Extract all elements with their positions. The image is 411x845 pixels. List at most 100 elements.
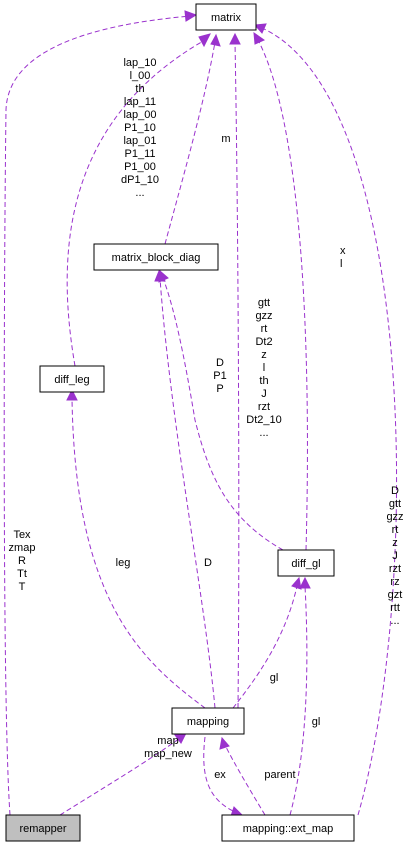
- edge-label-line: map_new: [144, 748, 192, 760]
- edge-label-line: map: [157, 735, 178, 747]
- edge-remapper-mapping: [59, 737, 181, 816]
- edge-label-line: D: [204, 557, 212, 569]
- edge-label-line: l: [263, 362, 265, 374]
- arrowhead-mapping-diffgl: [291, 576, 302, 590]
- edge-label-line: parent: [264, 769, 295, 781]
- edge-label-line: rz: [390, 576, 399, 588]
- node-matrix-block-diag-label: matrix_block_diag: [112, 252, 201, 264]
- edge-label-line: Dt2_10: [246, 414, 281, 426]
- edge-label-line: P1_11: [125, 148, 156, 160]
- edge-mapping-matrix: [234, 41, 240, 709]
- edge-label-line: P: [216, 383, 223, 395]
- edge-label-extmap-diffgl: gl: [312, 716, 321, 728]
- edge-label-line: ...: [135, 187, 144, 199]
- edge-label-line: gzt: [388, 589, 403, 601]
- edge-block-matrix: [164, 41, 216, 245]
- edge-label-line: gtt: [258, 297, 270, 309]
- edge-label-line: Tex: [13, 529, 31, 541]
- arrowhead-remapper-matrix: [184, 10, 198, 22]
- arrowhead-extmap-matrix: [253, 23, 267, 34]
- edge-mapping-diffgl: [232, 585, 298, 709]
- edge-label-mapping-diffleg: leg: [116, 557, 131, 569]
- edge-label-line: P1: [213, 370, 226, 382]
- edge-label-mapping-extmap: ex: [214, 769, 226, 781]
- edge-mapping-block: [159, 277, 216, 709]
- edge-label-line: leg: [116, 557, 131, 569]
- arrowhead-diffgl-matrix: [253, 31, 266, 45]
- edge-label-line: D: [216, 357, 224, 369]
- arrowhead-extmap-diffgl: [299, 576, 311, 589]
- edge-label-line: Dt2: [255, 336, 272, 348]
- edge-label-line: ...: [259, 427, 268, 439]
- edge-label-line: rt: [392, 524, 399, 536]
- edge-label-line: T: [19, 581, 26, 593]
- edge-label-line: gtt: [389, 498, 401, 510]
- edge-label-block-matrix: m: [221, 133, 230, 145]
- node-remapper[interactable]: remapper: [5, 814, 81, 842]
- edge-label-line: th: [259, 375, 268, 387]
- node-mapping-label: mapping: [187, 716, 229, 728]
- edge-extmap-matrix: [261, 27, 397, 816]
- edge-label-line: rzt: [389, 563, 401, 575]
- edge-label-line: z: [392, 537, 398, 549]
- arrowhead-mapping-diffleg: [66, 388, 78, 401]
- arrowhead-mapping-block: [154, 269, 166, 282]
- edge-diffleg-matrix: [66, 39, 206, 367]
- edge-label-line: gl: [270, 672, 279, 684]
- edge-label-line: x: [340, 245, 346, 257]
- edge-label-line: gzz: [255, 310, 272, 322]
- edge-label-line: lap_11: [124, 96, 156, 108]
- edge-label-line: zmap: [9, 542, 36, 554]
- edge-label-line: P1_10: [124, 122, 156, 134]
- edge-label-line: dP1_10: [121, 174, 159, 186]
- node-ext-map-label: mapping::ext_map: [243, 823, 334, 835]
- edge-label-extmap-mapping: parent: [264, 769, 295, 781]
- edge-label-line: lap_10: [123, 57, 156, 69]
- node-matrix-label: matrix: [211, 12, 241, 24]
- node-diff-leg-label: diff_leg: [54, 374, 89, 386]
- edge-label-line: lap_01: [123, 135, 156, 147]
- edge-diffgl-matrix: [257, 39, 308, 551]
- edge-extmap-mapping: [224, 744, 266, 816]
- node-matrix[interactable]: matrix: [195, 3, 257, 31]
- edge-label-line: gl: [312, 716, 321, 728]
- edge-label-line: m: [221, 133, 230, 145]
- edge-label-line: R: [18, 555, 26, 567]
- edge-label-line: gzz: [386, 511, 403, 523]
- edge-label-line: lap_00: [123, 109, 156, 121]
- edge-mapping-extmap: [203, 736, 236, 813]
- node-diff-gl-label: diff_gl: [291, 558, 320, 570]
- edge-label-line: rtt: [390, 602, 400, 614]
- edge-remapper-matrix: [3, 15, 191, 816]
- node-matrix-block-diag[interactable]: matrix_block_diag: [93, 243, 219, 271]
- edge-diffgl-block: [162, 277, 284, 551]
- edge-label-line: z: [261, 349, 267, 361]
- node-diff-leg[interactable]: diff_leg: [39, 365, 105, 393]
- edge-label-line: rzt: [258, 401, 270, 413]
- edge-label-line: Tt: [17, 568, 27, 580]
- edge-label-line: th: [135, 83, 144, 95]
- node-ext-map[interactable]: mapping::ext_map: [221, 814, 355, 842]
- edge-label-line: rt: [261, 323, 268, 335]
- edge-label-line: P1_00: [124, 161, 156, 173]
- edge-mapping-diffleg: [71, 397, 206, 709]
- edge-label-line: ...: [390, 615, 399, 627]
- node-diff-gl[interactable]: diff_gl: [277, 549, 335, 577]
- arrowhead-mapping-matrix: [229, 32, 241, 45]
- edge-label-line: D: [391, 485, 399, 497]
- edge-label-line: l_00: [130, 70, 151, 82]
- edge-label-line: ex: [214, 769, 226, 781]
- arrowhead-extmap-mapping: [219, 736, 230, 750]
- edge-label-line: J: [392, 550, 398, 562]
- edge-label-line: J: [261, 388, 267, 400]
- node-mapping[interactable]: mapping: [171, 707, 245, 735]
- edge-label-mapping-block: D: [204, 557, 212, 569]
